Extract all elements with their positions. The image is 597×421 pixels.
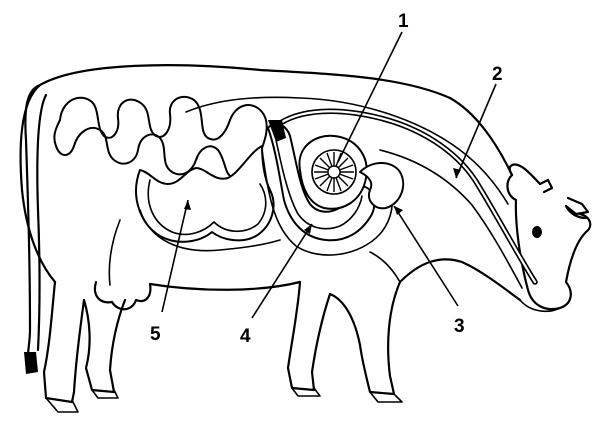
cow-chest-outline xyxy=(400,259,520,300)
label-3: 3 xyxy=(454,316,465,337)
label-1: 1 xyxy=(398,11,409,32)
cow-ear-left xyxy=(510,165,540,184)
cow-belly-outline xyxy=(150,282,300,290)
label-5: 5 xyxy=(150,324,161,345)
tail-tuft xyxy=(24,352,38,374)
cow-body xyxy=(21,65,591,412)
hind-leg-front xyxy=(84,300,125,392)
shoulder-contour xyxy=(370,252,400,282)
label-2: 2 xyxy=(492,64,503,85)
cow-horn-left xyxy=(540,180,552,192)
leader-4 xyxy=(252,224,312,318)
intestine-coil xyxy=(54,97,266,178)
cow-head-outline xyxy=(507,175,590,309)
tail-line-2 xyxy=(37,95,46,350)
stomach-5-region xyxy=(136,146,280,251)
arrow-3 xyxy=(394,206,403,215)
organ-1-center xyxy=(328,166,340,178)
leader-3 xyxy=(394,206,458,306)
flank-contour xyxy=(109,220,120,285)
intestines xyxy=(54,97,266,178)
front-leg-rear xyxy=(288,282,330,390)
leader-1 xyxy=(338,32,402,162)
hind-leg-rear xyxy=(44,282,84,402)
cow-eye xyxy=(532,226,542,238)
stomach-1-region xyxy=(299,136,366,209)
label-4: 4 xyxy=(240,326,251,347)
front-leg-front xyxy=(330,282,400,394)
